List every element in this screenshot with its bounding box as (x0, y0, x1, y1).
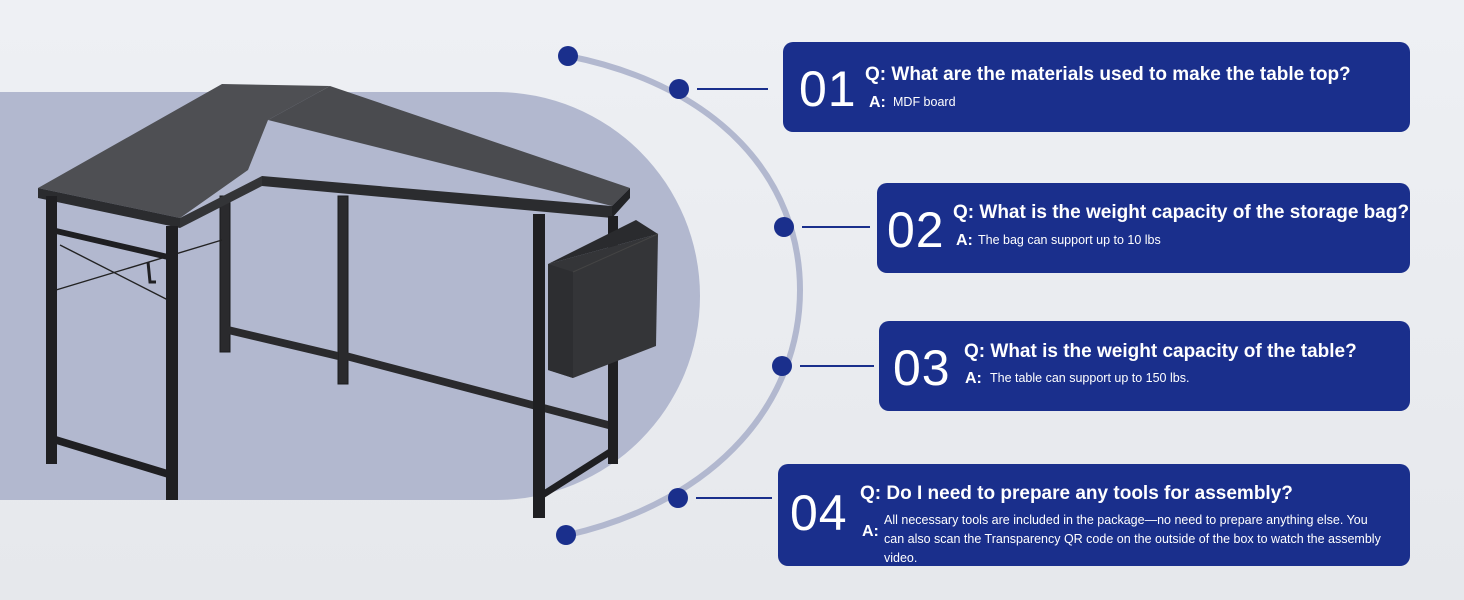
desk-top-right-wing (268, 86, 630, 206)
arc-end-dot-top (558, 46, 578, 66)
faq-number: 01 (799, 61, 857, 117)
faq-number: 04 (790, 485, 848, 541)
faq-answer-label: A: (862, 523, 879, 540)
faq-card-2: 02 Q: What is the weight capacity of the… (877, 183, 1410, 273)
desk-cross-brace (55, 239, 223, 301)
desk-top-left-edge (38, 188, 180, 228)
faq-question: Q: What are the materials used to make t… (865, 64, 1351, 85)
faq-question: Q: Do I need to prepare any tools for as… (860, 483, 1293, 504)
desk-front-rails (56, 228, 610, 498)
connector-4 (668, 488, 772, 508)
faq-number: 03 (893, 340, 951, 396)
faq-card-4: 04 Q: Do I need to prepare any tools for… (778, 464, 1410, 566)
faq-question: Q: What is the weight capacity of the ta… (964, 341, 1357, 362)
faq-answer-label: A: (956, 232, 973, 249)
faq-answer: The table can support up to 150 lbs. (990, 371, 1190, 385)
faq-answer-label: A: (869, 94, 886, 111)
desk-top-right-edge (262, 176, 612, 218)
faq-answer: The bag can support up to 10 lbs (978, 233, 1161, 247)
desk-top-left-wing (38, 84, 330, 218)
connector-3 (772, 356, 874, 376)
faq-card-3: 03 Q: What is the weight capacity of the… (879, 321, 1410, 411)
faq-answer-label: A: (965, 370, 982, 387)
storage-bag (548, 234, 658, 378)
faq-card-1: 01 Q: What are the materials used to mak… (783, 42, 1410, 132)
l-shaped-desk-image (38, 84, 659, 518)
faq-answer: All necessary tools are included in the … (884, 513, 1381, 565)
headphone-hook (146, 261, 156, 284)
arc-line (567, 53, 804, 538)
faq-number: 02 (887, 202, 945, 258)
connector-1 (669, 79, 768, 99)
faq-answer: MDF board (893, 95, 956, 109)
connector-2 (774, 217, 870, 237)
faq-question: Q: What is the weight capacity of the st… (953, 202, 1410, 223)
desk-back-rails (228, 326, 612, 430)
arc-end-dot-bottom (556, 525, 576, 545)
desk-top-inner-edge (180, 176, 262, 228)
